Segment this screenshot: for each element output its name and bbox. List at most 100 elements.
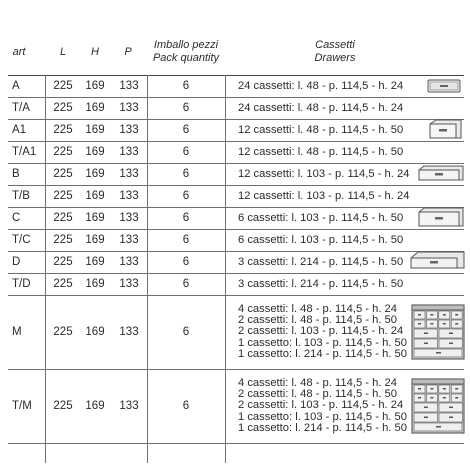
cell-height: 169 — [85, 278, 105, 290]
cell-depth: 133 — [119, 102, 139, 114]
cell-art: A1 — [12, 124, 27, 136]
cell-pack-quantity: 6 — [182, 190, 190, 202]
cell-art: A — [12, 80, 20, 92]
single-drawer-tall-icon — [427, 118, 463, 147]
cell-art: D — [12, 256, 21, 268]
cell-drawer-spec: 1 cassetto: l. 103 - p. 114,5 - h. 50 — [238, 410, 407, 423]
cell-height: 169 — [85, 146, 105, 158]
cell-art: T/A1 — [12, 146, 37, 158]
cell-drawer-spec: 1 cassetto: l. 214 - p. 114,5 - h. 50 — [238, 421, 407, 434]
cell-depth: 133 — [119, 80, 139, 92]
cell-height: 169 — [85, 80, 105, 92]
cell-height: 169 — [85, 124, 105, 136]
cell-drawer-spec: 3 cassetti: l. 214 - p. 114,5 - h. 50 — [238, 256, 404, 268]
cell-length: 225 — [53, 102, 73, 114]
cell-length: 225 — [53, 124, 73, 136]
row-divider — [8, 251, 464, 252]
extra-wide-drawer-icon — [408, 250, 466, 279]
cell-drawer-spec: 6 cassetti: l. 103 - p. 114,5 - h. 50 — [238, 212, 404, 224]
mixed-cabinet-icon — [410, 377, 466, 440]
header-drawers-it: Cassetti — [315, 39, 355, 51]
row-divider — [8, 185, 464, 186]
cell-art: T/D — [12, 278, 31, 290]
cell-pack-quantity: 6 — [182, 212, 190, 224]
cell-pack-quantity: 6 — [182, 326, 190, 338]
cell-height: 169 — [85, 190, 105, 202]
row-divider — [8, 229, 464, 230]
cell-length: 225 — [53, 212, 73, 224]
cell-height: 169 — [85, 400, 105, 412]
cell-depth: 133 — [119, 234, 139, 246]
cell-pack-quantity: 6 — [182, 146, 190, 158]
cell-pack-quantity: 6 — [182, 102, 190, 114]
cell-drawer-spec: 2 cassetti: l. 103 - p. 114,5 - h. 24 — [238, 325, 404, 338]
cell-length: 225 — [53, 80, 73, 92]
cell-drawer-spec: 1 cassetto: l. 214 - p. 114,5 - h. 50 — [238, 347, 407, 360]
row-divider — [8, 273, 464, 274]
cell-drawer-spec: 4 cassetti: l. 48 - p. 114,5 - h. 24 — [238, 303, 397, 315]
cell-pack-quantity: 6 — [182, 168, 190, 180]
cell-art: T/C — [12, 234, 31, 246]
cell-length: 225 — [53, 190, 73, 202]
cell-depth: 133 — [119, 256, 139, 268]
cell-drawer-spec: 3 cassetti: l. 214 - p. 114,5 - h. 50 — [238, 278, 404, 290]
cell-drawer-spec: 6 cassetti: l. 103 - p. 114,5 - h. 50 — [238, 234, 404, 246]
header-depth: P — [124, 46, 132, 58]
cell-height: 169 — [85, 168, 105, 180]
cell-pack-quantity: 6 — [182, 256, 190, 268]
column-divider — [147, 75, 148, 463]
cell-depth: 133 — [119, 326, 139, 338]
column-divider — [45, 75, 46, 463]
header-drawers-en: Drawers — [314, 52, 356, 64]
mixed-cabinet-icon — [410, 303, 466, 366]
cell-pack-quantity: 6 — [182, 278, 190, 290]
column-divider — [225, 75, 226, 463]
header-divider — [8, 75, 464, 76]
cell-depth: 133 — [119, 168, 139, 180]
row-divider — [8, 295, 464, 296]
cell-height: 169 — [85, 102, 105, 114]
cell-drawer-spec: 24 cassetti: l. 48 - p. 114,5 - h. 24 — [238, 80, 404, 92]
row-divider — [8, 163, 464, 164]
cell-length: 225 — [53, 234, 73, 246]
cell-drawer-spec: 1 cassetto: l. 103 - p. 114,5 - h. 50 — [238, 336, 407, 349]
cell-pack-quantity: 6 — [182, 234, 190, 246]
cell-length: 225 — [53, 146, 73, 158]
cell-art: T/B — [12, 190, 30, 202]
cell-drawer-spec: 2 cassetti: l. 48 - p. 114,5 - h. 50 — [238, 388, 397, 401]
cell-depth: 133 — [119, 146, 139, 158]
header-length: L — [59, 46, 67, 58]
wide-drawer-low-icon — [416, 164, 466, 189]
cell-height: 169 — [85, 234, 105, 246]
row-divider — [8, 207, 464, 208]
cell-art: M — [12, 326, 22, 338]
cell-length: 225 — [53, 168, 73, 180]
header-art: art — [12, 46, 26, 58]
row-divider — [8, 97, 464, 98]
row-divider — [8, 119, 464, 120]
cell-height: 169 — [85, 212, 105, 224]
row-divider — [8, 141, 464, 142]
row-divider — [8, 369, 464, 370]
header-pack-it: Imballo pezzi — [153, 39, 219, 51]
cell-length: 225 — [53, 256, 73, 268]
cell-pack-quantity: 6 — [182, 80, 190, 92]
cell-drawer-spec: 4 cassetti: l. 48 - p. 114,5 - h. 24 — [238, 377, 397, 389]
cell-drawer-spec: 12 cassetti: l. 48 - p. 114,5 - h. 50 — [238, 146, 404, 158]
cell-pack-quantity: 6 — [182, 400, 190, 412]
cell-pack-quantity: 6 — [182, 124, 190, 136]
cell-drawer-spec: 2 cassetti: l. 48 - p. 114,5 - h. 50 — [238, 314, 397, 327]
cell-depth: 133 — [119, 190, 139, 202]
cell-drawer-spec: 12 cassetti: l. 103 - p. 114,5 - h. 24 — [238, 168, 410, 180]
cell-length: 225 — [53, 326, 73, 338]
cell-depth: 133 — [119, 124, 139, 136]
cell-length: 225 — [53, 400, 73, 412]
cell-depth: 133 — [119, 400, 139, 412]
cell-art: T/M — [12, 400, 32, 412]
cell-drawer-spec: 12 cassetti: l. 103 - p. 114,5 - h. 24 — [238, 190, 410, 202]
header-height: H — [91, 46, 99, 58]
single-drawer-small-icon — [426, 77, 462, 100]
cell-drawer-spec: 2 cassetti: l. 103 - p. 114,5 - h. 24 — [238, 399, 404, 412]
row-divider — [8, 443, 464, 444]
